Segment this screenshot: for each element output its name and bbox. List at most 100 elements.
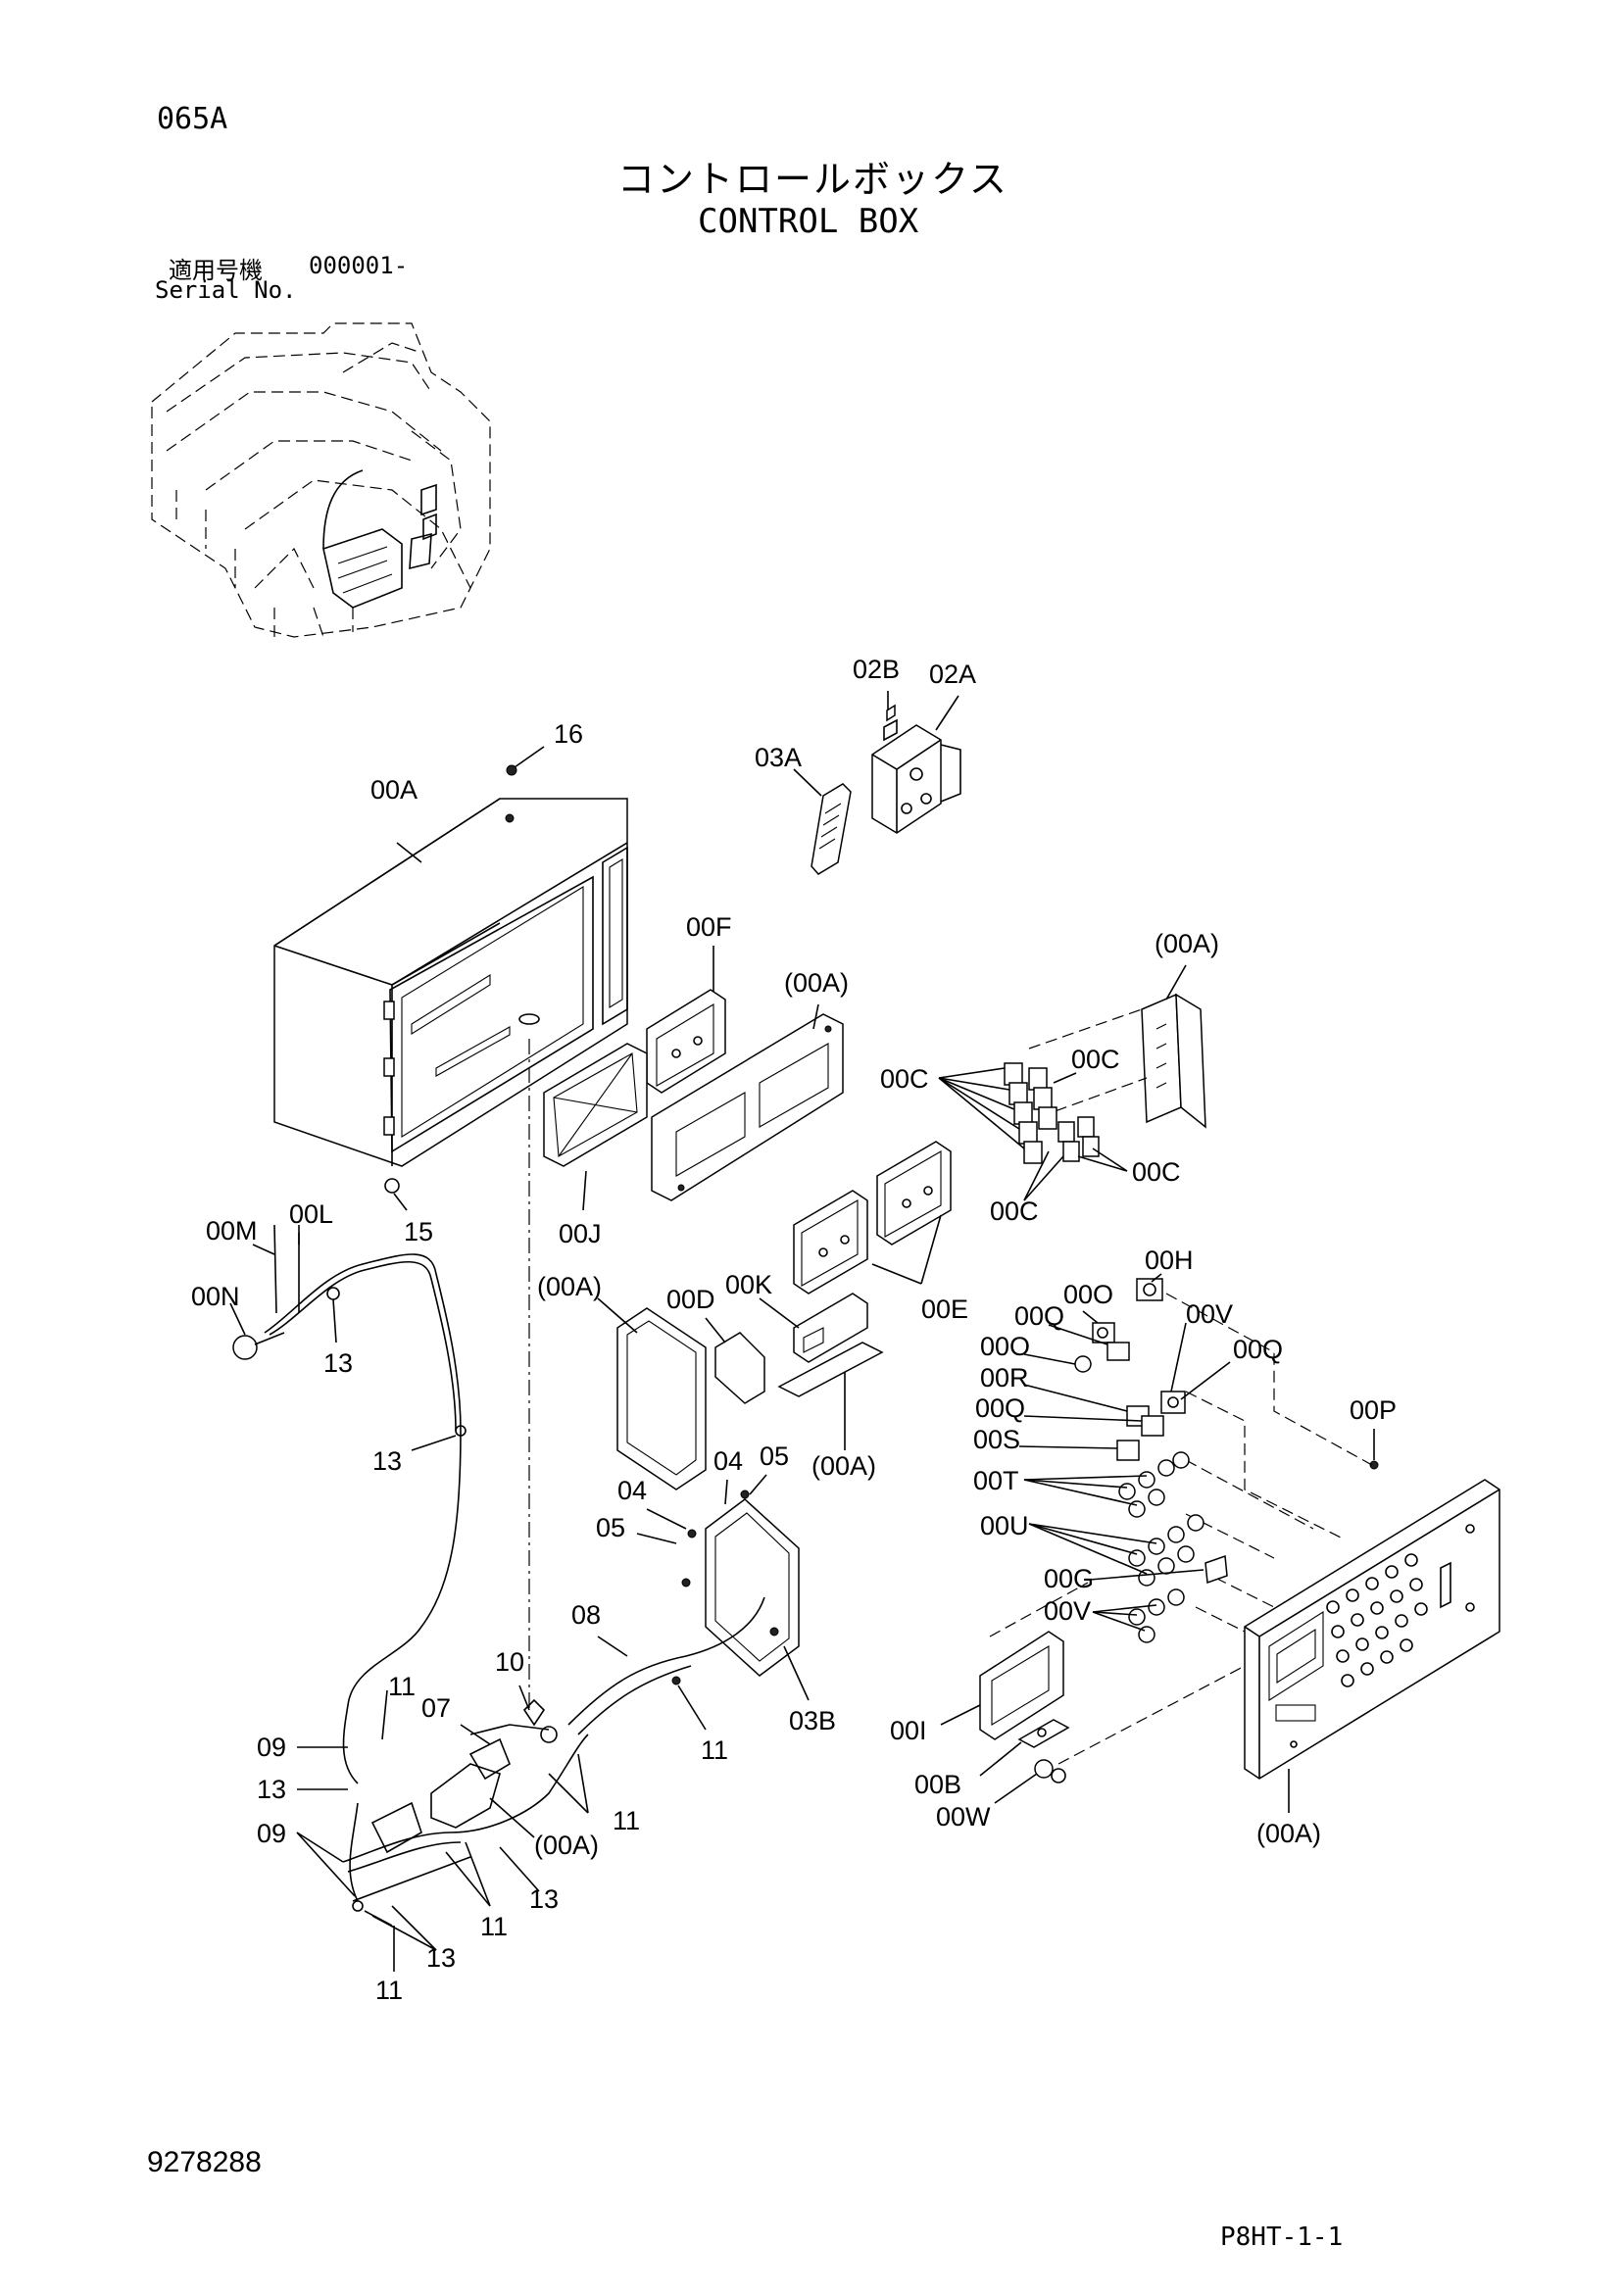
callout-00C-right: 00C bbox=[1132, 1157, 1181, 1187]
gasket-00J bbox=[543, 1043, 648, 1167]
cover-plate bbox=[616, 1307, 707, 1490]
switch-00O-b bbox=[1074, 1355, 1092, 1373]
callout-00A-cover: (00A) bbox=[537, 1272, 602, 1301]
callout-00E: 00E bbox=[921, 1295, 968, 1324]
page-title: CONTROL BOX bbox=[698, 202, 919, 241]
relay-block bbox=[1028, 993, 1206, 1129]
serial-number-value: 000001- bbox=[309, 252, 409, 279]
callout-00J: 00J bbox=[559, 1219, 602, 1248]
callout-09-top: 09 bbox=[257, 1733, 286, 1762]
callout-13-left: 13 bbox=[257, 1775, 286, 1804]
callout-11-right-lower: 11 bbox=[613, 1806, 640, 1835]
relay-group-lower bbox=[1057, 1116, 1100, 1162]
callout-11-right: 11 bbox=[701, 1735, 728, 1765]
callout-00A-tray: (00A) bbox=[811, 1451, 876, 1481]
callout-00D: 00D bbox=[666, 1285, 715, 1314]
callout-00C-bottom: 00C bbox=[990, 1197, 1039, 1226]
callout-00V-bottom: 00V bbox=[1044, 1596, 1091, 1626]
bracket-00F bbox=[646, 989, 726, 1094]
callout-00Q-mid: 00Q bbox=[975, 1393, 1025, 1423]
callout-00B: 00B bbox=[914, 1770, 961, 1799]
callout-11-lowest: 11 bbox=[375, 1976, 403, 2005]
switch-00O-a bbox=[1092, 1322, 1115, 1343]
switch-00Q-c bbox=[1141, 1415, 1164, 1437]
controller-03B bbox=[681, 1490, 800, 1677]
callout-00C-left: 00C bbox=[880, 1064, 929, 1094]
switch-set bbox=[979, 1278, 1228, 1783]
serial-label-japanese: 適用号機 bbox=[169, 257, 263, 284]
callout-13-lower-right: 13 bbox=[529, 1884, 559, 1914]
machine-overview-thumbnail bbox=[151, 322, 491, 638]
callout-04-right: 04 bbox=[713, 1446, 743, 1476]
callout-08: 08 bbox=[571, 1600, 601, 1630]
callout-00I: 00I bbox=[890, 1716, 927, 1745]
bracket-00E-pair bbox=[793, 1141, 952, 1295]
switch-00H bbox=[1136, 1278, 1163, 1301]
callout-00C-top: 00C bbox=[1071, 1045, 1120, 1074]
callout-15: 15 bbox=[404, 1217, 433, 1246]
callout-16: 16 bbox=[554, 719, 583, 749]
remote-receiver-assembly bbox=[811, 704, 961, 875]
callout-11-bottom: 11 bbox=[480, 1912, 508, 1941]
callout-07: 07 bbox=[421, 1693, 451, 1723]
callout-00H: 00H bbox=[1145, 1246, 1194, 1275]
callout-02B: 02B bbox=[853, 655, 900, 684]
callout-03A: 03A bbox=[755, 743, 802, 772]
callout-00N: 00N bbox=[191, 1282, 240, 1311]
callout-00O-mid: 00O bbox=[980, 1332, 1030, 1361]
callout-00W: 00W bbox=[936, 1802, 991, 1832]
callout-00V-top: 00V bbox=[1186, 1299, 1233, 1329]
document-number: 9278288 bbox=[147, 2146, 262, 2178]
callout-00Q-top: 00Q bbox=[1014, 1301, 1064, 1331]
callout-00S: 00S bbox=[973, 1425, 1020, 1454]
callout-10: 10 bbox=[495, 1647, 524, 1677]
callout-00O-top: 00O bbox=[1063, 1280, 1113, 1309]
callout-00P: 00P bbox=[1350, 1395, 1397, 1425]
switches-00U bbox=[1128, 1514, 1204, 1587]
serial-label: Serial No. bbox=[155, 276, 297, 304]
callout-00A-panel: (00A) bbox=[1256, 1819, 1321, 1848]
page-title-japanese: コントロールボックス bbox=[617, 158, 1008, 201]
module-00K bbox=[777, 1293, 884, 1397]
callout-00U: 00U bbox=[980, 1511, 1029, 1540]
callout-00G: 00G bbox=[1044, 1564, 1094, 1593]
callout-00A-harness: (00A) bbox=[534, 1831, 599, 1860]
callout-13-bottom: 13 bbox=[426, 1943, 456, 1973]
switch-00V-a bbox=[1160, 1391, 1186, 1414]
bracket-00D bbox=[714, 1332, 765, 1404]
callout-00Q-right: 00Q bbox=[1233, 1335, 1283, 1364]
relay-group-upper bbox=[1004, 1062, 1057, 1164]
lower-harness-assembly bbox=[342, 1596, 765, 1927]
callout-00F: 00F bbox=[686, 912, 732, 942]
module-00G bbox=[1204, 1554, 1228, 1585]
switches-00T bbox=[1118, 1451, 1190, 1518]
callout-00M: 00M bbox=[206, 1216, 258, 1246]
switch-00Q-a bbox=[1106, 1342, 1130, 1361]
page-code: 065A bbox=[157, 102, 228, 136]
callout-00L: 00L bbox=[289, 1199, 333, 1229]
switches-00V-b bbox=[1128, 1588, 1185, 1643]
callout-00K: 00K bbox=[725, 1270, 772, 1299]
switch-00W bbox=[1034, 1759, 1066, 1783]
window-00I bbox=[979, 1631, 1064, 1740]
plate-00B bbox=[1017, 1719, 1070, 1748]
callout-05-left: 05 bbox=[596, 1513, 625, 1542]
switch-panel bbox=[1244, 1479, 1500, 1780]
callout-03B: 03B bbox=[789, 1706, 836, 1735]
callout-00A-frame: (00A) bbox=[784, 968, 849, 998]
callout-11-top: 11 bbox=[388, 1672, 416, 1701]
callout-00T: 00T bbox=[973, 1466, 1019, 1495]
callout-00A-relay: (00A) bbox=[1155, 929, 1219, 958]
page-reference: P8HT-1-1 bbox=[1220, 2223, 1344, 2252]
callout-13-harness-mid: 13 bbox=[372, 1446, 402, 1476]
callout-05-right: 05 bbox=[760, 1441, 789, 1471]
callout-00A-housing: 00A bbox=[370, 775, 418, 805]
callout-13-harness-top: 13 bbox=[323, 1348, 353, 1378]
switch-00S bbox=[1116, 1440, 1140, 1461]
callout-00R: 00R bbox=[980, 1363, 1029, 1392]
mounting-frame-plate bbox=[651, 1013, 844, 1201]
callout-09-bottom: 09 bbox=[257, 1819, 286, 1848]
callout-04-left: 04 bbox=[617, 1476, 647, 1505]
